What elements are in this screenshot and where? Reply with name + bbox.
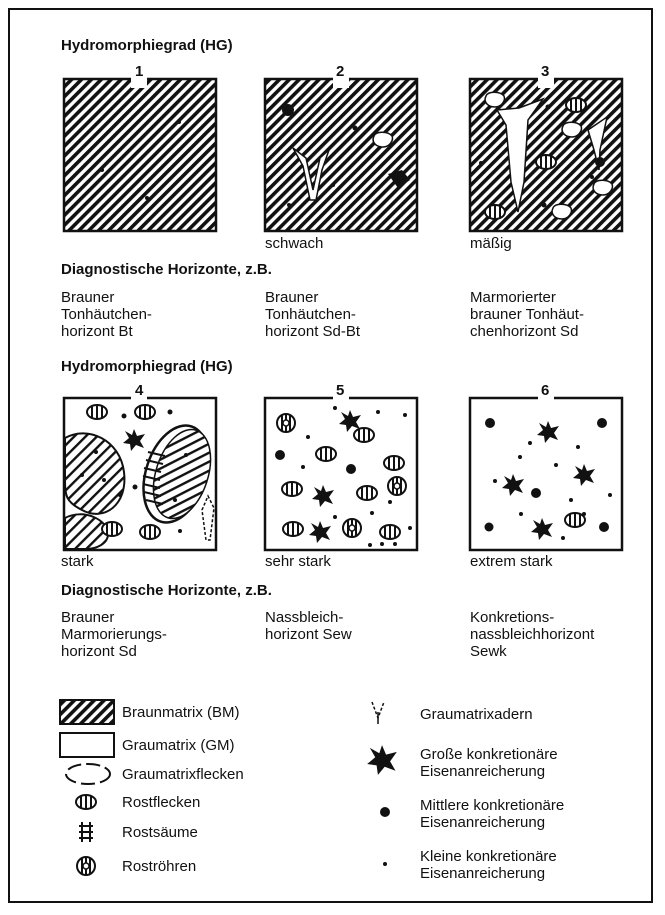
panel-4-caption: stark	[61, 553, 94, 570]
panel-3-caption: mäßig	[470, 235, 512, 252]
panel-5-number: 5	[336, 382, 344, 399]
panel-1-number: 1	[135, 63, 143, 80]
graumatrix-icon	[60, 733, 114, 757]
rostsaeume-icon	[79, 822, 93, 842]
legend-label-graumatrixflecken: Graumatrixflecken	[122, 766, 244, 783]
hydromorphiegrad-heading-1: Hydromorphiegrad (HG)	[61, 37, 233, 54]
panel-4-box	[64, 389, 221, 550]
horizon-text-4: Brauner Marmorierungs- horizont Sd	[61, 609, 167, 660]
legend-label-mittlere-konkretion: Mittlere konkretionäre Eisenanreicherung	[420, 797, 564, 831]
legend-label-graumatrixadern: Graumatrixadern	[420, 706, 533, 723]
graumatrixflecken-icon	[66, 764, 110, 784]
panel-2-number: 2	[336, 63, 344, 80]
horizon-text-3: Marmorierter brauner Tonhäut- chenhorizo…	[470, 289, 584, 340]
panel-2-caption: schwach	[265, 235, 323, 252]
legend-label-rostsaeume: Rostsäume	[122, 824, 198, 841]
hydromorphiegrad-heading-2: Hydromorphiegrad (HG)	[61, 358, 233, 375]
mittlere-konkretion-icon	[380, 807, 390, 817]
graumatrixadern-icon	[372, 702, 384, 724]
horizon-text-5: Nassbleich- horizont Sew	[265, 609, 352, 643]
panel-3-number: 3	[541, 63, 549, 80]
legend-label-grosse-konkretion: Große konkretionäre Eisenanreicherung	[420, 746, 558, 780]
rostflecken-icon	[76, 795, 96, 809]
panel-6-box	[470, 389, 622, 550]
panel-5-box	[265, 389, 417, 550]
panel-2-box	[265, 70, 417, 231]
braunmatrix-icon	[60, 700, 114, 724]
panel-4-number: 4	[135, 382, 143, 399]
horizon-text-6: Konkretions- nassbleichhorizont Sewk	[470, 609, 594, 660]
legend-label-kleine-konkretion: Kleine konkretionäre Eisenanreicherung	[420, 848, 557, 882]
horizon-text-1: Brauner Tonhäutchen- horizont Bt	[61, 289, 152, 340]
panel-1-box	[64, 70, 216, 231]
horizon-text-2: Brauner Tonhäutchen- horizont Sd-Bt	[265, 289, 360, 340]
legend-label-rostroehren: Roströhren	[122, 858, 196, 875]
panel-3-box	[470, 70, 622, 231]
panel-5-caption: sehr stark	[265, 553, 331, 570]
panel-6-number: 6	[541, 382, 549, 399]
diagnostic-horizons-heading-2: Diagnostische Horizonte, z.B.	[61, 582, 272, 599]
rostroehren-icon	[77, 857, 95, 875]
panel-6-caption: extrem stark	[470, 553, 553, 570]
kleine-konkretion-icon	[383, 862, 387, 866]
grosse-konkretion-icon	[367, 745, 397, 775]
legend-label-braunmatrix: Braunmatrix (BM)	[122, 704, 240, 721]
legend-label-graumatrix: Graumatrix (GM)	[122, 737, 235, 754]
legend-label-rostflecken: Rostflecken	[122, 794, 200, 811]
diagnostic-horizons-heading-1: Diagnostische Horizonte, z.B.	[61, 261, 272, 278]
